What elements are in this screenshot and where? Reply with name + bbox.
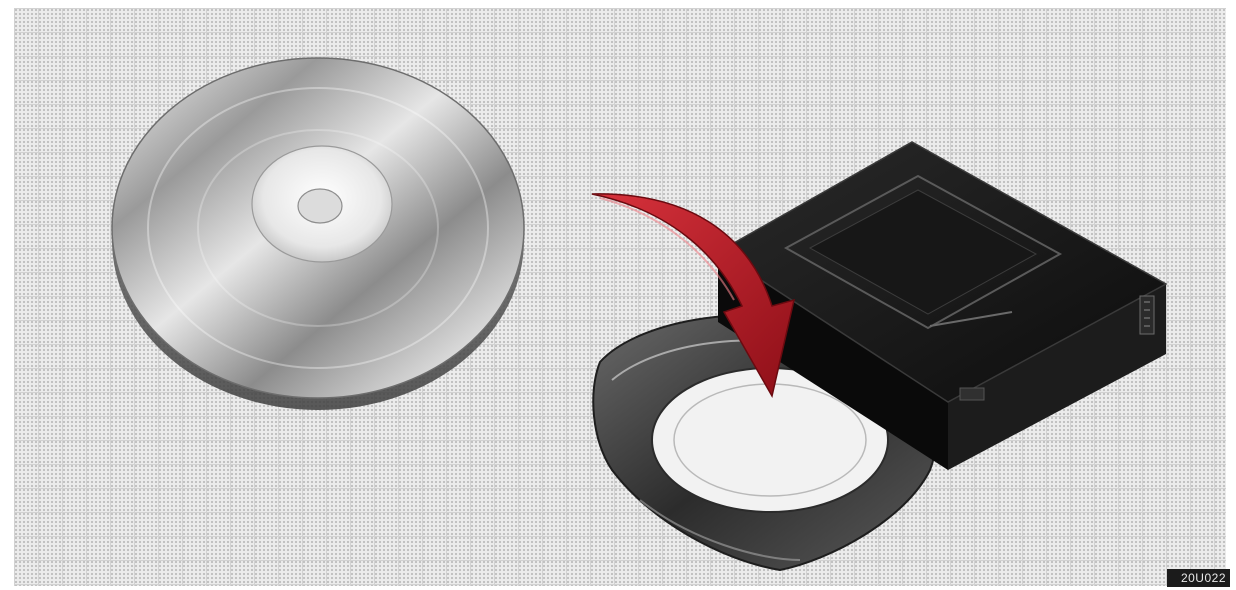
compact-disc-icon: [112, 58, 524, 410]
figure-reference-code: 20U022: [1167, 569, 1230, 587]
disc-magazine-icon: [593, 142, 1166, 570]
